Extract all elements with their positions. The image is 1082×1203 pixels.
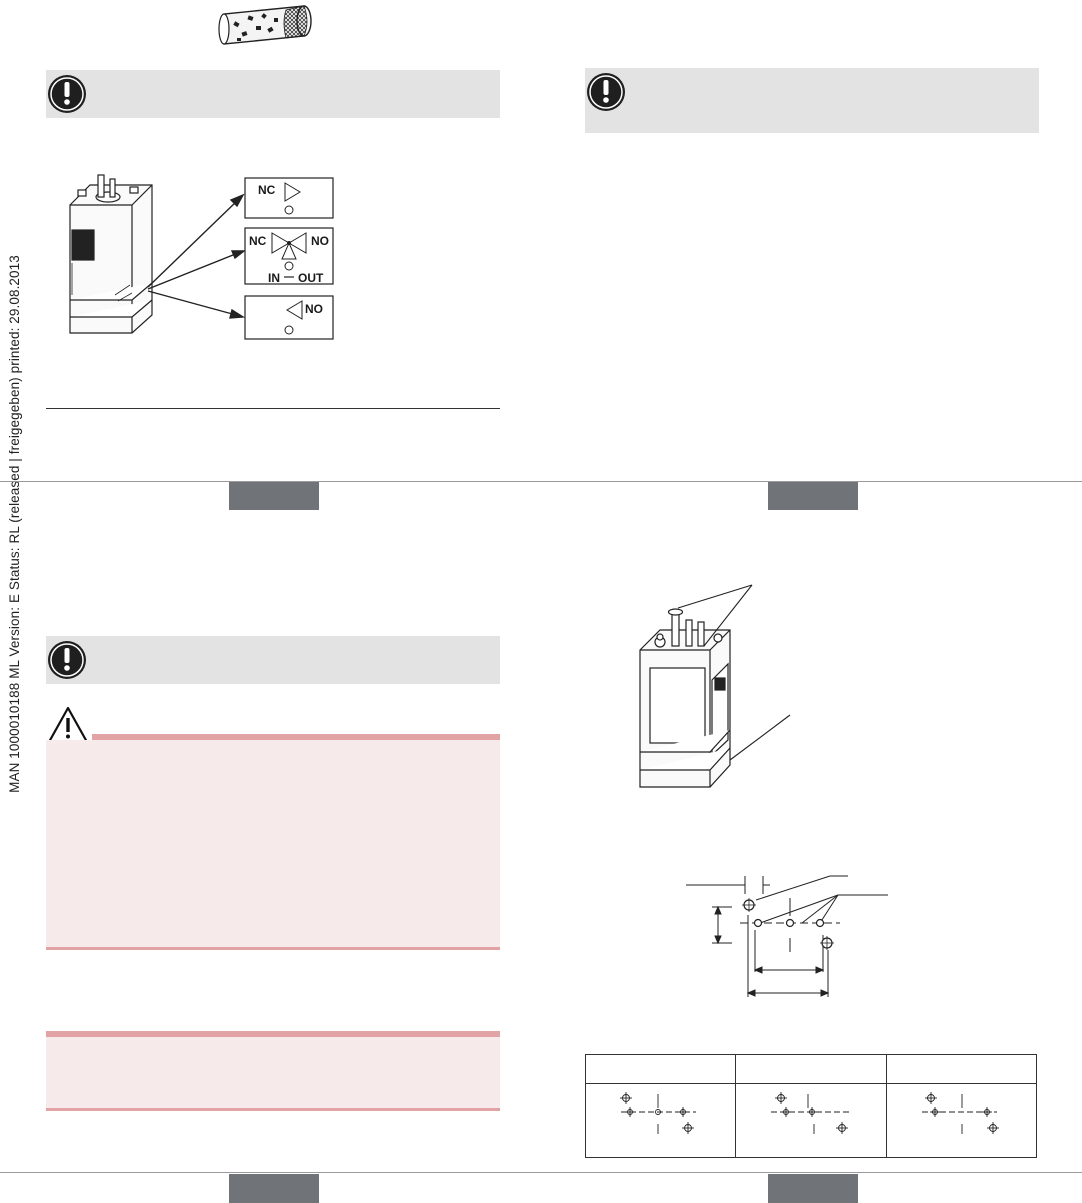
exclamation-circle-icon [587, 73, 625, 111]
warning-bottom-rule [46, 1108, 500, 1111]
hole-pattern-table [584, 1054, 1038, 1158]
page-number-tab [229, 1174, 319, 1203]
warning-header-bar [46, 1031, 500, 1037]
page-number-tab [768, 1174, 858, 1203]
valve-body-drawing [69, 174, 153, 334]
warning-box [46, 1037, 500, 1108]
nc-label: NC [258, 183, 276, 197]
page-divider [0, 1172, 1082, 1173]
hole-pattern-variant-1 [620, 1092, 696, 1134]
warning-box [46, 740, 500, 947]
no-label: NO [305, 302, 323, 316]
table-cell [885, 1083, 1038, 1158]
important-note-box [46, 70, 500, 118]
table-cell [735, 1083, 887, 1158]
section-divider [46, 408, 500, 409]
page-divider [0, 481, 1082, 482]
important-note-box [46, 636, 500, 684]
warning-header-bar [92, 734, 500, 740]
table-header-cell [735, 1054, 887, 1084]
hole-pattern-variant-3 [921, 1092, 999, 1134]
exclamation-circle-icon [48, 641, 86, 679]
page-number-tab [768, 482, 858, 510]
out-label: OUT [298, 271, 324, 285]
hole-pattern-drawing [686, 875, 888, 997]
page-number-tab [229, 482, 319, 510]
no-label: NO [311, 234, 329, 248]
in-label: IN [268, 271, 280, 285]
nc-label: NC [249, 234, 267, 248]
leader-arrows [147, 193, 247, 319]
important-note-box [585, 68, 1039, 133]
table-row [584, 1083, 1038, 1158]
warning-triangle-icon [47, 706, 89, 744]
table-cell [584, 1083, 737, 1158]
exclamation-circle-icon [48, 75, 86, 113]
no-symbol-box [244, 295, 334, 340]
table-header-cell [584, 1054, 737, 1084]
nc-symbol-box [244, 177, 334, 219]
nc-no-symbol-box [244, 227, 334, 285]
document-info-sidebar: MAN 1000010188 ML Version: E Status: RL … [7, 255, 22, 793]
table-header-cell [885, 1054, 1038, 1084]
hole-pattern-variant-2 [771, 1092, 852, 1134]
table-header-row [584, 1054, 1038, 1084]
dirt-filter-icon [218, 5, 312, 45]
valve-function-diagram [69, 174, 334, 340]
warning-bottom-rule [46, 947, 500, 950]
valve-installation-drawing [639, 584, 791, 788]
